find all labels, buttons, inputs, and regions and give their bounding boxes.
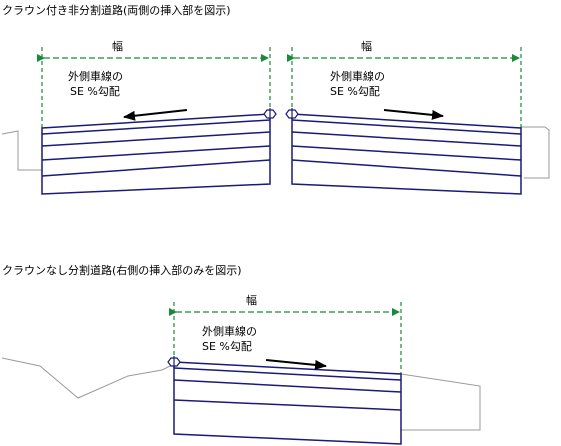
ground-line-left bbox=[1, 130, 42, 171]
slope-label-left-line1: 外側車線の bbox=[68, 69, 123, 83]
width-dimension bbox=[169, 302, 402, 374]
slope-label-left-line2: SE %勾配 bbox=[70, 85, 120, 98]
width-label-left: 幅 bbox=[112, 40, 123, 53]
ground-line-left-2 bbox=[1, 357, 175, 399]
road-section bbox=[173, 361, 402, 445]
road-section-left bbox=[41, 113, 271, 195]
insertion-point-right bbox=[285, 108, 299, 120]
ground-line-right bbox=[521, 126, 550, 179]
road-section-right bbox=[291, 113, 522, 195]
slope-label-line1: 外側車線の bbox=[202, 324, 257, 338]
slope-arrow-left bbox=[123, 109, 188, 121]
slope-label-line2: SE %勾配 bbox=[202, 340, 252, 353]
width-label: 幅 bbox=[246, 294, 257, 307]
slope-arrow-right bbox=[383, 109, 444, 120]
diagram1-caption: クラウン付き非分割道路(両側の挿入部を図示) bbox=[2, 3, 231, 17]
slope-label-right-line2: SE %勾配 bbox=[330, 85, 380, 98]
slope-arrow bbox=[265, 359, 327, 370]
slope-label-right-line1: 外側車線の bbox=[330, 69, 385, 83]
width-label-right: 幅 bbox=[361, 40, 372, 53]
width-dimension-right bbox=[287, 47, 522, 128]
insertion-point-left bbox=[263, 108, 277, 120]
insertion-point bbox=[167, 356, 181, 368]
ground-line-right-2 bbox=[400, 373, 481, 431]
width-dimension-left bbox=[37, 47, 271, 128]
diagram2-caption: クラウンなし分割道路(右側の挿入部のみを図示) bbox=[2, 263, 242, 277]
